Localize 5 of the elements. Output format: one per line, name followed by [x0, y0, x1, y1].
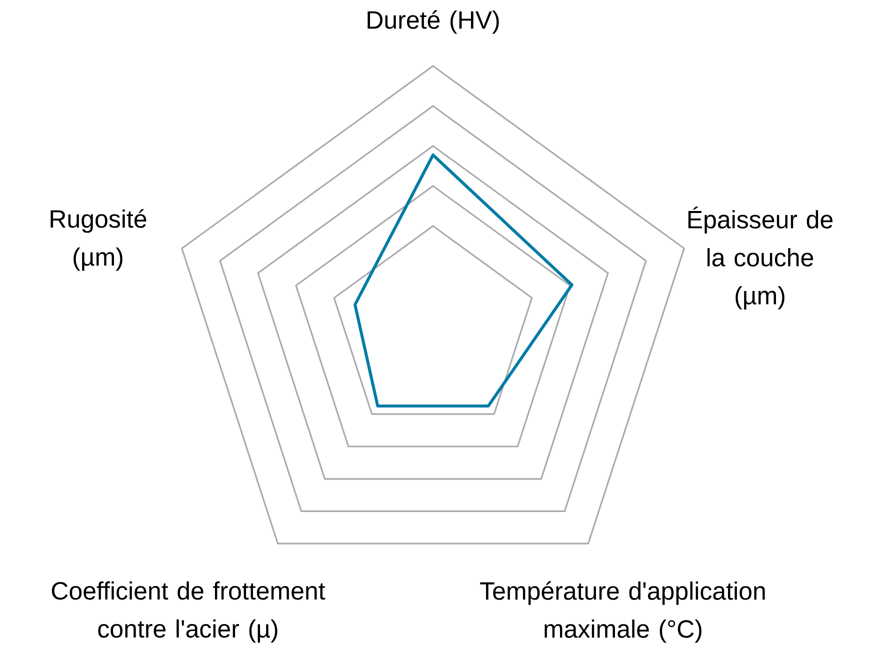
axis-label: Dureté (HV) — [368, 10, 499, 34]
axis-label: Rugosité (µm) — [50, 209, 146, 271]
axis-label: Coefficient de frottement contre l'acier (µ) — [52, 581, 326, 643]
axis-label: Température d'application maximale (°C) — [480, 581, 765, 643]
axis-label: Épaisseur de la couche (µm) — [688, 206, 833, 310]
